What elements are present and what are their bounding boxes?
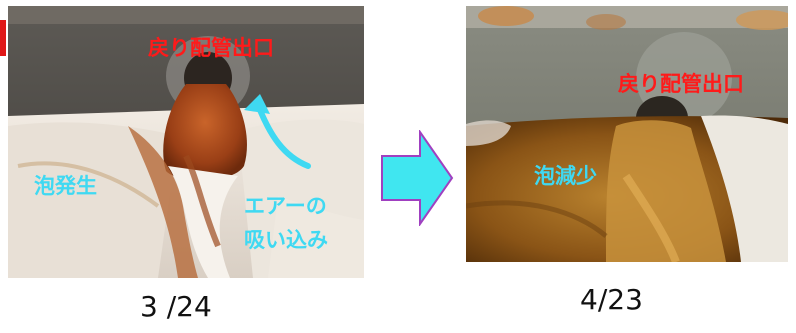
after-photo: 戻り配管出口 泡減少 xyxy=(466,6,788,262)
foam-label: 泡発生 xyxy=(34,174,97,198)
red-edge-mark xyxy=(0,20,6,56)
before-photo: 戻り配管出口 泡発生 エアーの 吸い込み xyxy=(8,6,364,278)
after-photo-image xyxy=(466,6,788,262)
foam-reduced-label: 泡減少 xyxy=(534,164,597,188)
air-label-line1: エアーの xyxy=(244,194,327,218)
outlet-label: 戻り配管出口 xyxy=(148,36,274,60)
right-arrow-icon xyxy=(381,130,454,226)
curved-arrow-icon xyxy=(244,94,311,169)
before-date: 3 /24 xyxy=(140,290,212,323)
after-date: 4/23 xyxy=(580,283,643,316)
outlet-label: 戻り配管出口 xyxy=(618,72,744,96)
before-photo-image xyxy=(8,6,364,278)
air-label-line2: 吸い込み xyxy=(244,228,328,252)
